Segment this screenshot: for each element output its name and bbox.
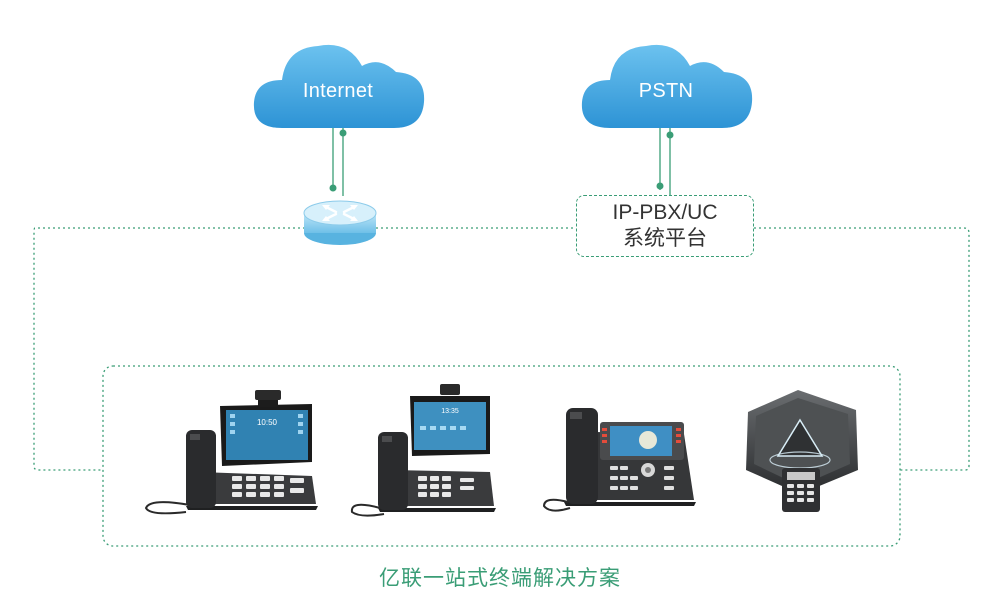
cloud-icon: [581, 44, 753, 128]
pstn-connector: [656, 126, 674, 196]
outer-network-loop-right: [376, 227, 970, 471]
conference-phone-icon: [746, 390, 858, 512]
router-icon: [303, 200, 377, 245]
devices-box: [102, 365, 901, 547]
desk-phone-icon: [542, 408, 696, 512]
pstn-label: PSTN: [638, 80, 694, 102]
video-phone-icon: [350, 384, 496, 517]
phone1-screen-time: 10:50: [256, 418, 278, 427]
outer-network-loop: [33, 227, 305, 471]
phone2-screen-time: 13:35: [441, 408, 459, 415]
pbx-title: IP-PBX/UC: [612, 201, 718, 224]
internet-label: Internet: [302, 80, 374, 102]
ip-pbx-platform: IP-PBX/UC 系统平台: [576, 195, 754, 257]
video-phone-icon: [144, 390, 318, 515]
solution-caption: 亿联一站式终端解决方案: [379, 567, 621, 590]
pbx-subtitle: 系统平台: [623, 227, 707, 250]
internet-connector: [329, 126, 347, 196]
cloud-icon: [253, 44, 425, 128]
